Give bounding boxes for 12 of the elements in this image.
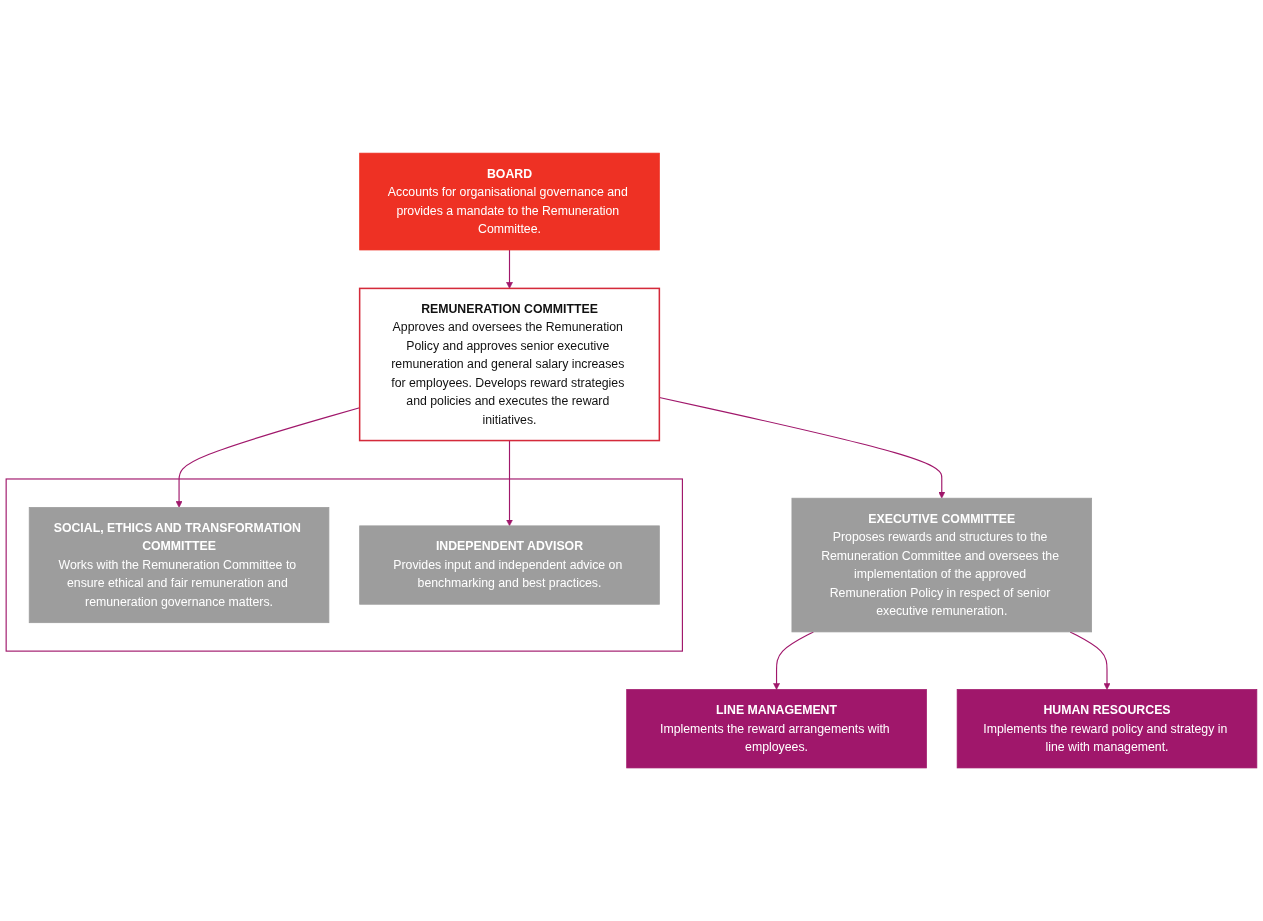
node-box: REMUNERATION COMMITTEE Approves and oversees the Remuneration Policy and approves senior executive remuneration and general salary increases for employees. Develops reward strategies and policies and executes the reward initiatives. xyxy=(358,287,661,442)
arrow xyxy=(506,439,513,527)
node-box: LINE MANAGEMENT Implements the reward arrangements with employees. xyxy=(626,689,927,769)
arrow xyxy=(1069,631,1111,690)
node-box: EXECUTIVE COMMITTEE Proposes rewards and structures to the Remuneration Committee and oversees the implementation of the approved Remuneration Policy in respect of senior executive remuneration. xyxy=(791,497,1092,633)
node-box: INDEPENDENT ADVISOR Provides input and independent advice on benchmarking and best practices. xyxy=(359,525,660,605)
arrow xyxy=(773,631,814,690)
cluster xyxy=(5,478,683,652)
arrow xyxy=(506,249,513,289)
node-box: HUMAN RESOURCES Implements the reward policy and strategy in line with management. xyxy=(956,689,1258,769)
node-box: SOCIAL, ETHICS AND TRANSFORMATION COMMITTEE Works with the Remuneration Committee to ensure ethical and fair remuneration and remuneration governance matters. xyxy=(28,507,330,624)
node-box: BOARD Accounts for organisational governance and provides a mandate to the Remuneration Committee. xyxy=(359,152,660,251)
